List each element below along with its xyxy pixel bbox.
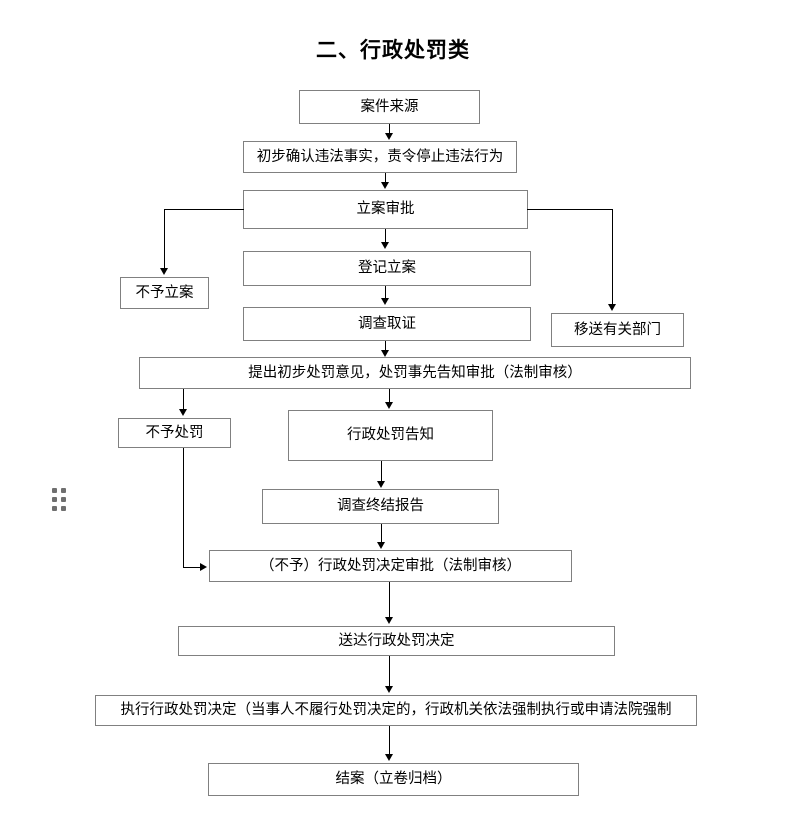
edge-decision-approval-to-deliver [389, 582, 390, 617]
arrowhead-to-register [381, 242, 389, 249]
edge-confirmation-to-filing-approval [385, 173, 386, 183]
node-penalty-decision-approval[interactable]: （不予）行政处罚决定审批（法制审核） [209, 550, 572, 582]
edge-filing-approval-to-no-filing-v [164, 209, 165, 269]
drag-dot [61, 488, 66, 493]
arrowhead-to-execute [385, 686, 393, 693]
node-investigation-report[interactable]: 调查终结报告 [262, 489, 499, 524]
arrowhead-to-transfer [608, 304, 616, 311]
arrowhead-to-confirmation [385, 133, 393, 140]
drag-dot [52, 497, 57, 502]
node-deliver-decision[interactable]: 送达行政处罚决定 [178, 626, 615, 656]
drag-dot [61, 497, 66, 502]
edge-deliver-to-execute [389, 656, 390, 686]
arrowhead-to-investigation [381, 298, 389, 305]
edge-filing-approval-to-transfer-v [612, 209, 613, 305]
node-no-case-filing[interactable]: 不予立案 [120, 277, 209, 309]
edge-penalty-notification-to-report [381, 461, 382, 481]
node-execute-decision[interactable]: 执行行政处罚决定（当事人不履行处罚决定的，行政机关依法强制执行或申请法院强制 [95, 695, 697, 726]
edge-investigation-to-opinion [385, 341, 386, 350]
edge-opinion-to-no-penalty [183, 389, 184, 409]
node-preliminary-opinion[interactable]: 提出初步处罚意见，处罚事先告知审批（法制审核） [139, 357, 691, 389]
arrowhead-to-decision-approval [377, 542, 385, 549]
arrowhead-to-filing-approval [381, 182, 389, 189]
arrowhead-to-close [385, 754, 393, 761]
drag-dot [52, 506, 57, 511]
arrowhead-to-report [377, 481, 385, 488]
node-transfer-department[interactable]: 移送有关部门 [551, 313, 684, 347]
arrowhead-to-deliver [385, 617, 393, 624]
page-title: 二、行政处罚类 [316, 38, 470, 62]
node-case-source[interactable]: 案件来源 [299, 90, 480, 124]
node-penalty-notification[interactable]: 行政处罚告知 [288, 410, 493, 461]
arrowhead-to-no-filing [160, 268, 168, 275]
edge-execute-to-close [389, 726, 390, 754]
drag-dots-icon[interactable] [52, 488, 66, 512]
edge-case-source-to-confirmation [389, 124, 390, 134]
edge-filing-approval-to-transfer-h [527, 209, 613, 210]
node-investigation-evidence[interactable]: 调查取证 [243, 307, 531, 341]
arrowhead-to-penalty-notification [385, 402, 393, 409]
node-case-filing-approval[interactable]: 立案审批 [243, 190, 528, 229]
arrowhead-to-opinion [381, 350, 389, 357]
drag-dot [52, 488, 57, 493]
edge-register-to-investigation [385, 286, 386, 298]
edge-no-penalty-to-decision-approval-h [183, 567, 201, 568]
edge-filing-approval-to-register [385, 229, 386, 242]
edge-filing-approval-to-no-filing-h [164, 209, 244, 210]
node-no-penalty[interactable]: 不予处罚 [118, 418, 231, 448]
arrowhead-to-no-penalty [179, 409, 187, 416]
node-preliminary-confirmation[interactable]: 初步确认违法事实，责令停止违法行为 [243, 141, 517, 173]
node-close-case[interactable]: 结案（立卷归档） [208, 763, 579, 796]
edge-no-penalty-to-decision-approval-v [183, 448, 184, 567]
edge-opinion-to-penalty-notification [389, 389, 390, 402]
node-register-case[interactable]: 登记立案 [243, 251, 531, 286]
drag-dot [61, 506, 66, 511]
edge-report-to-decision-approval [381, 524, 382, 542]
arrowhead-to-decision-approval-left [200, 563, 207, 571]
